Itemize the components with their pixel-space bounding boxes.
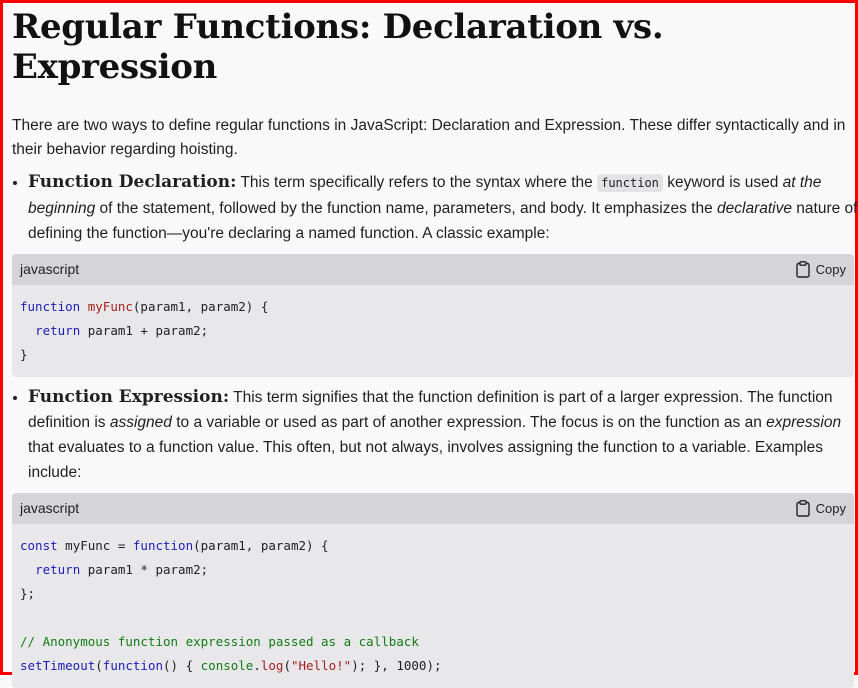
expr-text-3: that evaluates to a function value. This… (28, 439, 823, 481)
code-text: myFunc = (57, 538, 133, 553)
clipboard-icon (795, 261, 810, 278)
code-object: console (200, 658, 254, 673)
code-text: (param1, param2) { (193, 538, 329, 553)
copy-label: Copy (815, 262, 846, 277)
code-text: ( (283, 658, 291, 673)
code-block-declaration: javascript Copy function myFunc(param1, … (12, 254, 854, 377)
code-text: . (253, 658, 261, 673)
expr-emphasis-2: expression (766, 414, 842, 431)
copy-button[interactable]: Copy (795, 496, 846, 521)
copy-button[interactable]: Copy (795, 257, 846, 282)
expr-text-1: This term signifies that the function de… (28, 389, 833, 431)
list-item-declaration: Function Declaration: This term specific… (12, 170, 858, 377)
term-declaration: Function Declaration: (28, 172, 237, 192)
code-keyword: function (20, 299, 81, 314)
code-keyword: const (20, 538, 58, 553)
code-keyword: return (35, 562, 81, 577)
code-block-expression: javascript Copy const myFunc = function(… (12, 493, 854, 688)
code-block-header: javascript Copy (12, 493, 854, 524)
code-text: ( (95, 658, 103, 673)
code-keyword: function (102, 658, 164, 673)
expr-emphasis-1: assigned (109, 414, 172, 431)
decl-text-2: keyword is used (662, 174, 783, 191)
code-content: const myFunc = function(param1, param2) … (12, 524, 854, 688)
code-method: log (260, 658, 284, 673)
code-string: "Hello!" (290, 658, 352, 673)
code-text: (param1, param2) { (132, 299, 269, 314)
decl-text-3: of the statement, followed by the functi… (95, 200, 718, 217)
code-keyword: function (132, 538, 194, 553)
code-block-header: javascript Copy (12, 254, 854, 285)
clipboard-icon (795, 500, 810, 517)
decl-emphasis-2: declarative (717, 200, 792, 217)
expr-text-2: to a variable or used as part of another… (171, 414, 767, 431)
code-comment: // Anonymous function expression passed … (20, 634, 419, 649)
code-language-label: javascript (20, 261, 80, 277)
code-function-name: myFunc (87, 299, 133, 314)
inline-code-function: function (597, 174, 663, 192)
decl-emphasis-1: at the beginning (28, 174, 822, 217)
code-text: ); }, 1000); (351, 658, 442, 673)
code-text: param1 * param2; (80, 562, 209, 577)
code-text: param1 + param2; (80, 323, 209, 338)
code-function-call: setTimeout (20, 658, 96, 673)
code-text: }; (20, 586, 36, 601)
page-title: Regular Functions: Declaration vs. Expre… (12, 7, 664, 87)
decl-text-4: nature of defining the function—you're d… (28, 200, 858, 242)
copy-label: Copy (815, 501, 846, 516)
term-expression: Function Expression: (28, 387, 230, 407)
code-text: () { (163, 658, 201, 673)
intro-paragraph: There are two ways to define regular fun… (12, 117, 846, 158)
definition-list: Function Declaration: This term specific… (12, 170, 858, 688)
list-item-expression: Function Expression: This term signifies… (12, 385, 858, 688)
code-language-label: javascript (20, 500, 80, 516)
decl-text-1: This term specifically refers to the syn… (236, 174, 598, 191)
code-content: function myFunc(param1, param2) { return… (12, 285, 854, 377)
article: Regular Functions: Declaration vs. Expre… (3, 3, 858, 688)
code-text: } (20, 347, 28, 362)
code-keyword: return (35, 323, 81, 338)
